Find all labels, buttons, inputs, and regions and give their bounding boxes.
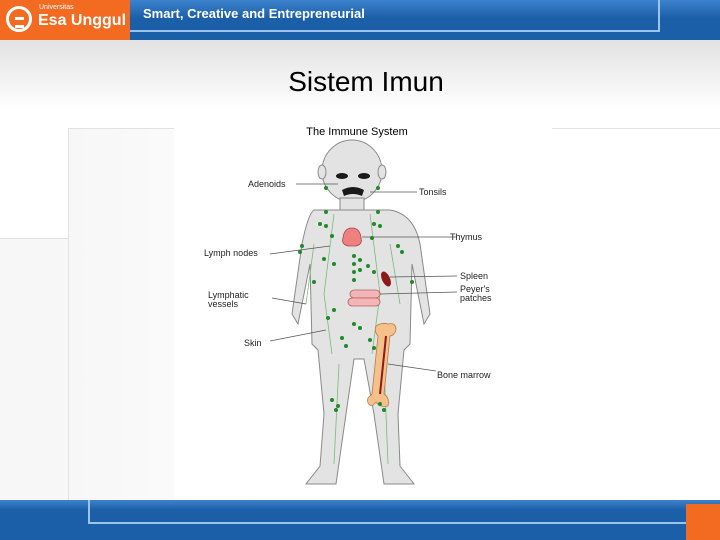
header-bar: Universitas Esa Unggul Smart, Creative a… xyxy=(0,0,720,40)
title-band xyxy=(0,40,720,110)
logo-name: Esa Unggul xyxy=(38,12,127,29)
header-shine xyxy=(130,0,720,18)
thymus xyxy=(342,227,362,247)
footer-divider-tick xyxy=(88,500,90,524)
header-divider-tick xyxy=(658,0,660,32)
immune-system-diagram: The Immune System xyxy=(174,114,552,500)
face xyxy=(336,173,370,196)
background-panel-left xyxy=(0,238,68,501)
bone-marrow-core xyxy=(379,335,387,395)
label-bone-marrow: Bone marrow xyxy=(437,370,491,380)
label-spleen: Spleen xyxy=(460,271,488,281)
label-leader-lines xyxy=(269,183,458,372)
diagram-title: The Immune System xyxy=(306,126,407,138)
intestine-peyers-patches xyxy=(347,289,381,307)
spleen xyxy=(381,271,391,287)
label-adenoids: Adenoids xyxy=(248,179,286,189)
footer-accent xyxy=(686,504,720,540)
lymph-node-dots xyxy=(298,186,414,412)
university-tagline: Smart, Creative and Entrepreneurial xyxy=(143,6,365,21)
university-logo: Universitas Esa Unggul xyxy=(0,0,130,40)
footer-shine xyxy=(0,500,720,510)
label-peyers-line2: patches xyxy=(460,293,492,303)
label-tonsils: Tonsils xyxy=(419,187,447,197)
label-thymus: Thymus xyxy=(450,232,483,242)
label-peyers-line1: Peyer's xyxy=(460,284,490,294)
label-skin: Skin xyxy=(244,338,262,348)
label-lymphatic-line2: vessels xyxy=(208,299,239,309)
label-lymphatic-line1: Lymphatic xyxy=(208,290,249,300)
logo-emblem-icon xyxy=(6,6,32,32)
header-divider xyxy=(130,30,660,32)
slide-title: Sistem Imun xyxy=(288,66,444,97)
logo-subtitle: Universitas xyxy=(39,4,74,11)
label-lymph-nodes: Lymph nodes xyxy=(204,248,258,258)
footer-divider xyxy=(88,522,688,524)
